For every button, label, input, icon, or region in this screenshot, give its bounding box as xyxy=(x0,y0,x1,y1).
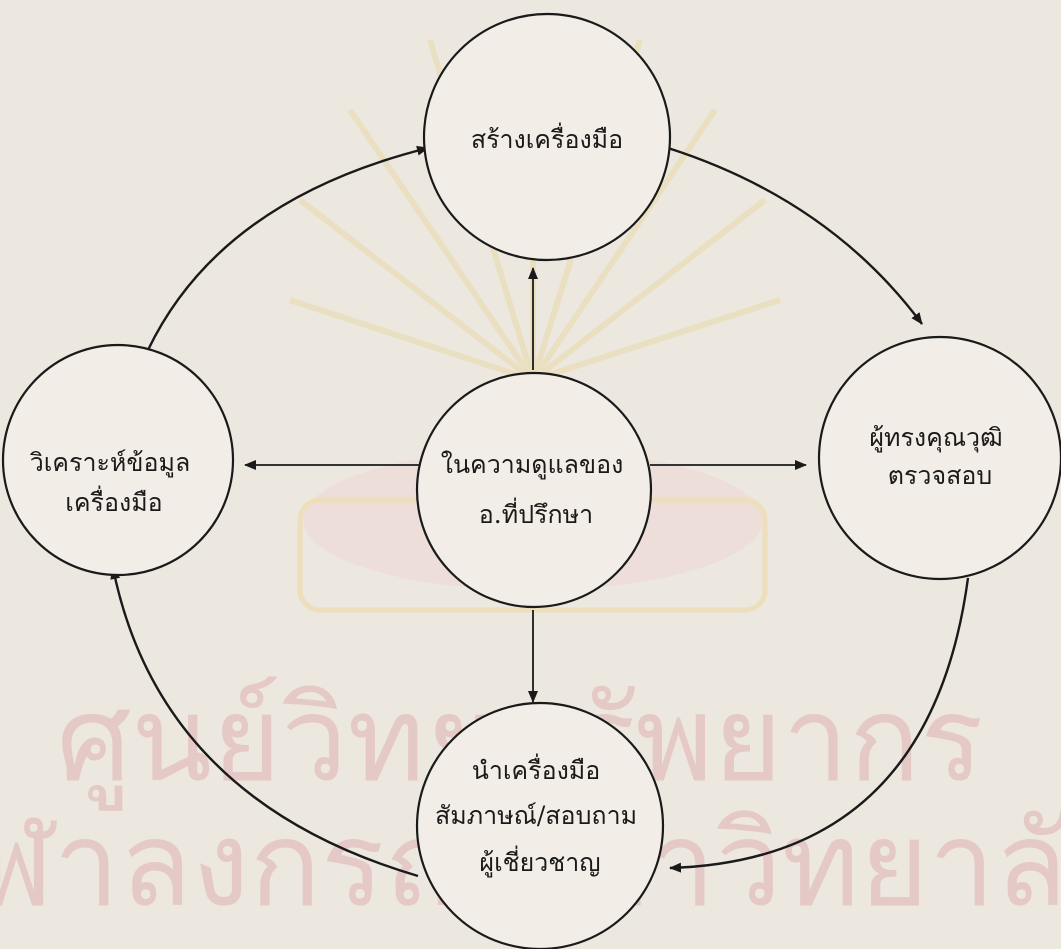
svg-text:สร้างเครื่องมือ: สร้างเครื่องมือ xyxy=(471,122,623,154)
node-top: สร้างเครื่องมือ xyxy=(422,12,672,262)
node-bottom-line-1: นำเครื่องมือ xyxy=(472,753,601,785)
node-top-line-1: สร้างเครื่องมือ xyxy=(471,122,623,154)
node-left-line-2: เครื่องมือ xyxy=(65,485,162,517)
edge-top-to-right xyxy=(667,146,923,325)
node-center-line-2: อ.ที่ปรึกษา xyxy=(479,497,593,529)
node-right-line-2: ตรวจสอบ xyxy=(888,461,993,490)
node-center: ในความดูแลของ อ.ที่ปรึกษา xyxy=(415,371,653,609)
svg-text:นำเครื่องมือ สัมภาษณ์/สอ: นำเครื่องมือ สัมภาษณ์/สอบถาม ผู้เชี่ยวชา… xyxy=(435,753,645,878)
edge-right-to-bottom xyxy=(669,577,970,873)
svg-text:ในความดูแลของ อ.ที่ปรึกษ: ในความดูแลของ อ.ที่ปรึกษา xyxy=(441,450,632,529)
edge-bottom-to-left xyxy=(110,567,419,878)
node-right-line-1: ผู้ทรงคุณวุฒิ xyxy=(869,423,1002,453)
svg-text:ผู้ทรงคุณวุฒิ ตรวจสอบ: ผู้ทรงคุณวุฒิ ตรวจสอบ xyxy=(869,423,1010,490)
node-bottom-line-3: ผู้เชี่ยวชาญ xyxy=(479,845,600,878)
node-right: ผู้ทรงคุณวุฒิ ตรวจสอบ xyxy=(817,335,1061,581)
node-bottom-line-2: สัมภาษณ์/สอบถาม xyxy=(435,801,637,830)
node-left-line-1: วิเคราะห์ข้อมูล xyxy=(30,448,191,478)
svg-text:วิเคราะห์ข้อมูล เครื่องม: วิเคราะห์ข้อมูล เครื่องมือ xyxy=(30,448,199,517)
node-left: วิเคราะห์ข้อมูล เครื่องมือ xyxy=(1,343,235,577)
edge-left-to-top xyxy=(146,145,429,351)
node-bottom: นำเครื่องมือ สัมภาษณ์/สอบถาม ผู้เชี่ยวชา… xyxy=(415,701,665,949)
node-center-line-1: ในความดูแลของ xyxy=(441,450,624,480)
